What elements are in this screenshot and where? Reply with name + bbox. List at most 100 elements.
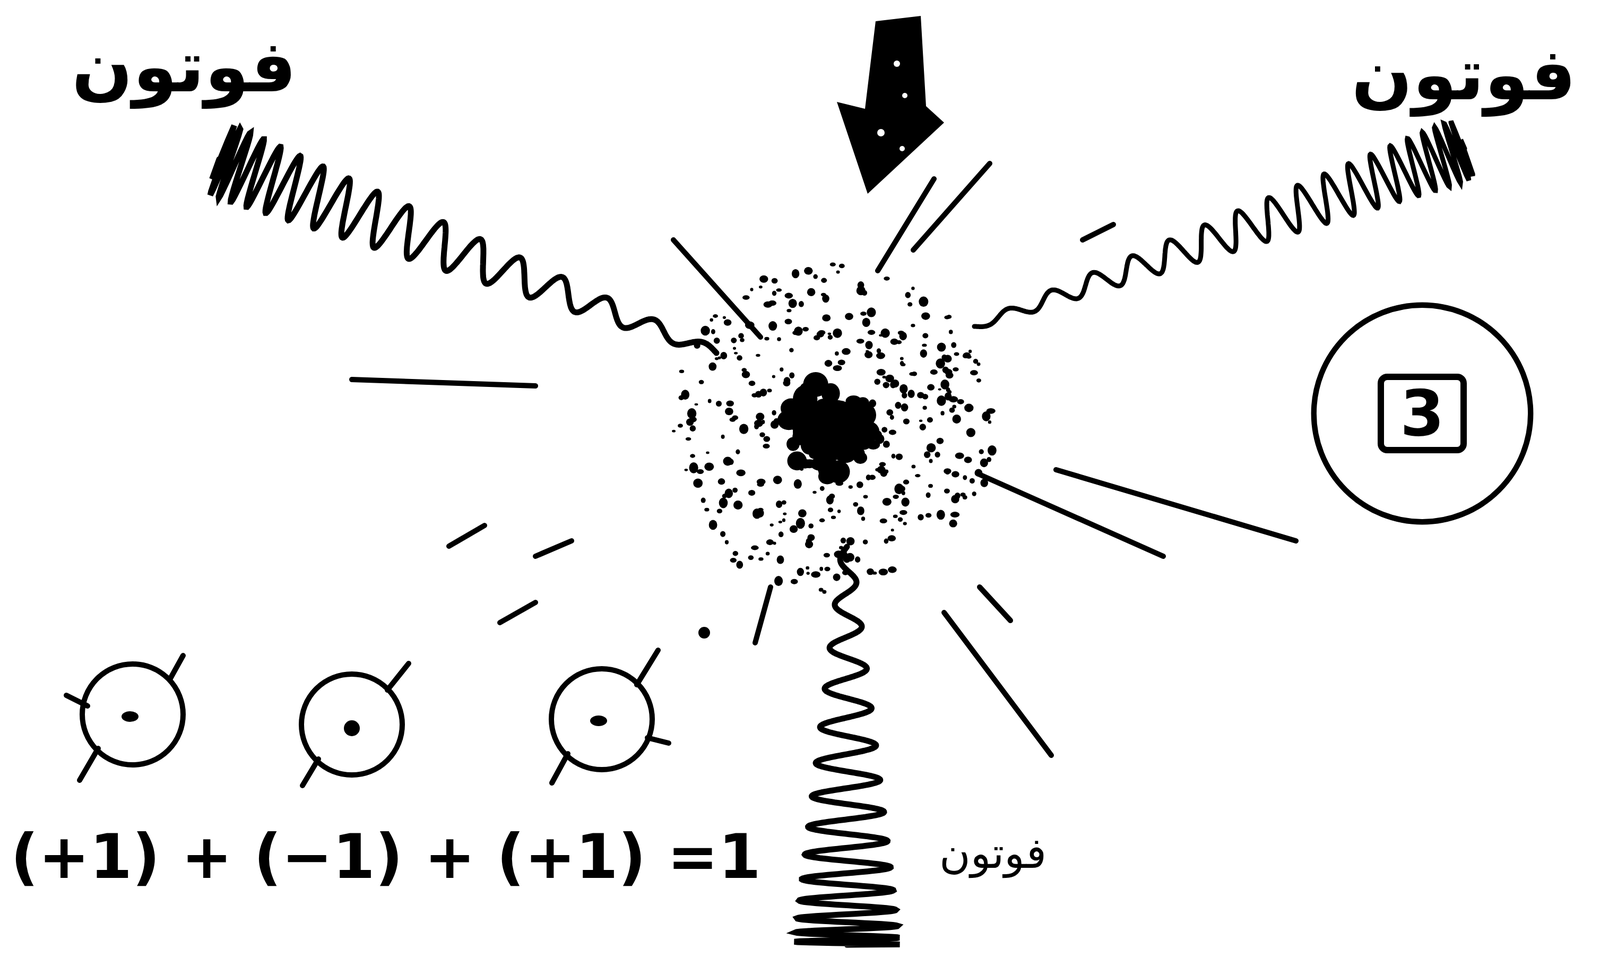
burst-dot <box>798 508 807 517</box>
burst-dot <box>802 372 828 397</box>
burst-dot <box>879 462 887 467</box>
burst-dot <box>817 330 826 335</box>
burst-dot <box>720 351 728 360</box>
burst-dot <box>807 288 816 297</box>
burst-dot <box>922 405 928 410</box>
burst-dot <box>903 418 910 425</box>
burst-dot <box>921 312 931 320</box>
burst-dot <box>874 378 881 385</box>
burst-dot <box>678 395 685 401</box>
burst-dot <box>792 330 799 336</box>
burst-dot <box>948 329 954 334</box>
burst-dot <box>865 350 869 353</box>
burst-dot <box>871 571 877 575</box>
burst-dot <box>962 474 967 480</box>
burst-dot <box>988 420 992 425</box>
burst-dot <box>694 403 699 406</box>
burst-dot <box>696 469 704 474</box>
burst-dot <box>944 315 950 320</box>
burst-dot <box>739 424 749 435</box>
burst-dot <box>824 359 833 367</box>
radial-rays <box>351 163 1296 756</box>
burst-dot <box>839 545 844 550</box>
collision-burst <box>671 262 997 594</box>
burst-dot <box>767 388 773 393</box>
burst-dot <box>862 317 871 327</box>
burst-dot <box>888 429 897 436</box>
circle-content: 3 <box>1308 299 1537 528</box>
burst-dot <box>878 568 889 576</box>
burst-dot <box>972 491 977 497</box>
burst-dot <box>922 393 929 400</box>
burst-dot <box>881 426 888 433</box>
burst-dot <box>926 443 937 453</box>
burst-dot <box>701 497 706 504</box>
burst-dot <box>773 475 783 484</box>
burst-dot <box>689 453 696 458</box>
burst-dot <box>883 382 890 389</box>
burst-dot <box>857 506 865 515</box>
burst-dot <box>748 380 756 386</box>
burst-dot <box>824 566 830 572</box>
burst-dot <box>721 434 725 439</box>
burst-dot <box>812 490 817 494</box>
photon-wave <box>974 120 1473 327</box>
burst-dot <box>903 479 910 485</box>
burst-dot <box>827 334 833 340</box>
burst-dot <box>914 473 921 478</box>
burst-dot <box>907 389 915 399</box>
burst-dot <box>879 518 888 524</box>
burst-dot <box>779 367 784 372</box>
burst-dot <box>968 349 972 354</box>
burst-dot <box>886 409 894 416</box>
burst-dot <box>943 468 951 474</box>
burst-dot <box>768 321 777 331</box>
burst-dot <box>759 388 768 397</box>
burst-dot <box>684 468 689 472</box>
burst-dot <box>963 352 972 359</box>
burst-dot <box>920 349 928 358</box>
burst-dot <box>758 557 764 561</box>
burst-dot <box>762 443 770 449</box>
burst-dot <box>897 517 903 522</box>
burst-dot <box>789 372 795 379</box>
burst-dot <box>730 557 737 563</box>
burst-dot <box>819 566 824 572</box>
burst-dot <box>974 469 983 478</box>
burst-dot <box>827 332 832 336</box>
burst-dot <box>732 487 738 494</box>
burst-dot <box>686 418 694 426</box>
burst-dot <box>930 369 938 375</box>
burst-dot <box>771 410 776 416</box>
burst-dot <box>788 298 798 308</box>
burst-dot <box>724 407 734 415</box>
burst-dot <box>748 555 755 560</box>
burst-dot <box>900 360 905 366</box>
burst-dot <box>883 440 890 448</box>
burst-dot <box>980 458 989 468</box>
burst-dot <box>725 400 734 406</box>
burst-dot <box>807 533 815 541</box>
burst-dot <box>833 573 841 582</box>
burst-dot <box>698 379 705 385</box>
burst-dot <box>707 399 712 404</box>
burst-dot <box>882 375 887 379</box>
burst-dot <box>833 365 843 371</box>
burst-dot <box>862 539 869 545</box>
burst-dot <box>766 539 774 546</box>
burst-dot <box>730 337 737 344</box>
burst-dot <box>784 292 794 299</box>
burst-dot <box>693 478 703 489</box>
burst-dot <box>736 560 743 569</box>
burst-dot <box>854 556 861 563</box>
burst-dot <box>770 420 779 429</box>
burst-dot <box>889 414 895 420</box>
burst-dot <box>839 263 845 269</box>
burst-dot <box>750 287 754 291</box>
burst-dot <box>834 550 844 558</box>
burst-dot <box>980 478 989 488</box>
burst-dot <box>954 492 961 499</box>
burst-dot <box>919 423 927 431</box>
burst-dot <box>951 471 960 478</box>
burst-dot <box>903 521 907 525</box>
